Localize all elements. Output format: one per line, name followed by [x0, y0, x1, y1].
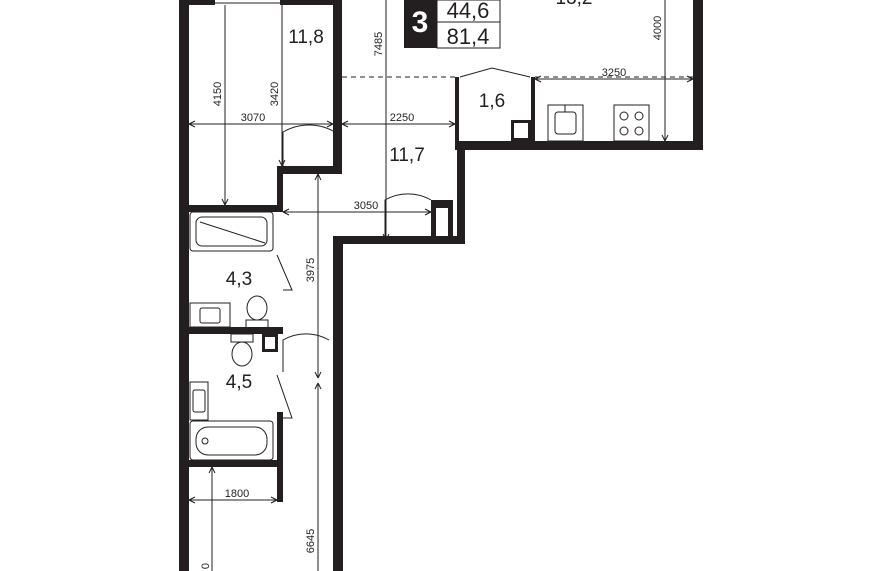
- area-box: [436, 0, 501, 49]
- toilet-top-bath: [246, 295, 268, 321]
- wall-bath-right-a: [277, 166, 283, 212]
- wall-wardrobe-right: [531, 77, 535, 150]
- wall-right-lower: [333, 236, 343, 571]
- rooms-count-box: [404, 0, 437, 48]
- walls: [179, 0, 703, 571]
- dim-3050-label: 3050: [354, 200, 378, 212]
- room-area-bedroom: 11,8: [288, 27, 324, 48]
- dim-3070-label: 3070: [241, 112, 265, 124]
- wall-kitchen-bottom: [457, 141, 703, 150]
- total-area: 81,4: [447, 24, 490, 49]
- wall-bath-right-b: [277, 412, 283, 502]
- toilet-bottom-bath: [230, 333, 254, 343]
- sink-top-bath: [189, 302, 231, 328]
- door-bath-mid-swing: [282, 333, 330, 372]
- rooms-count: 3: [412, 6, 429, 39]
- bathtub-top: [189, 211, 274, 252]
- dim-4150-label: 4150: [212, 82, 224, 106]
- wall-bedroom-corner: [277, 166, 342, 174]
- dim-4000-label: 4000: [652, 16, 664, 40]
- wall-bath-bottom: [179, 460, 283, 467]
- door-wardrobe-swing: [459, 67, 531, 78]
- dimension-labels: 7485 4000 3250 4150 3420 3070 2250 3050 …: [200, 16, 664, 569]
- living-area: 44,6: [447, 0, 490, 23]
- dim-2250-label: 2250: [390, 112, 414, 124]
- dim-6645-label: 6645: [305, 529, 317, 553]
- wall-bedroom-right: [333, 0, 342, 174]
- room-area-bathroom-bottom: 4,5: [226, 372, 252, 393]
- door-bath-top-swing: [276, 254, 293, 291]
- sink-bottom-bath: [189, 381, 209, 421]
- kitchen-stove: [613, 104, 650, 142]
- apartment-badge: 3 44,6 81,4: [404, 0, 501, 49]
- room-area-bathroom-top: 4,3: [226, 269, 252, 290]
- wall-top-mid: [280, 0, 342, 5]
- wall-step-vertical: [457, 141, 465, 244]
- dim-partial-label: 0: [200, 563, 212, 569]
- room-labels: 11,8 13,2 1,6 11,7 4,3 4,5: [226, 0, 593, 393]
- dim-3420-label: 3420: [269, 82, 281, 106]
- door-bath-bottom-swing: [276, 374, 293, 419]
- room-area-wardrobe: 1,6: [479, 91, 505, 112]
- wall-bath-middle: [179, 327, 283, 334]
- wall-wardrobe-left: [455, 77, 459, 150]
- wall-bath-top: [179, 205, 283, 212]
- dimension-lines: [188, 0, 694, 571]
- dim-3975-label: 3975: [305, 258, 317, 282]
- dim-1800-label: 1800: [225, 488, 249, 500]
- bathtub-bottom: [189, 420, 274, 461]
- door-hall-swing: [384, 193, 432, 240]
- room-area-kitchen: 13,2: [556, 0, 593, 9]
- wall-top-left: [179, 0, 215, 5]
- doors: [276, 67, 531, 419]
- door-bedroom-swing: [282, 124, 336, 172]
- dim-7485-label: 7485: [373, 32, 385, 56]
- wall-left-outer: [179, 0, 189, 571]
- wall-kitchen-right: [693, 0, 703, 150]
- wall-step-horizontal: [333, 236, 465, 244]
- dim-3250-label: 3250: [602, 67, 626, 79]
- room-area-hall: 11,7: [389, 145, 425, 166]
- fixtures: [189, 104, 650, 461]
